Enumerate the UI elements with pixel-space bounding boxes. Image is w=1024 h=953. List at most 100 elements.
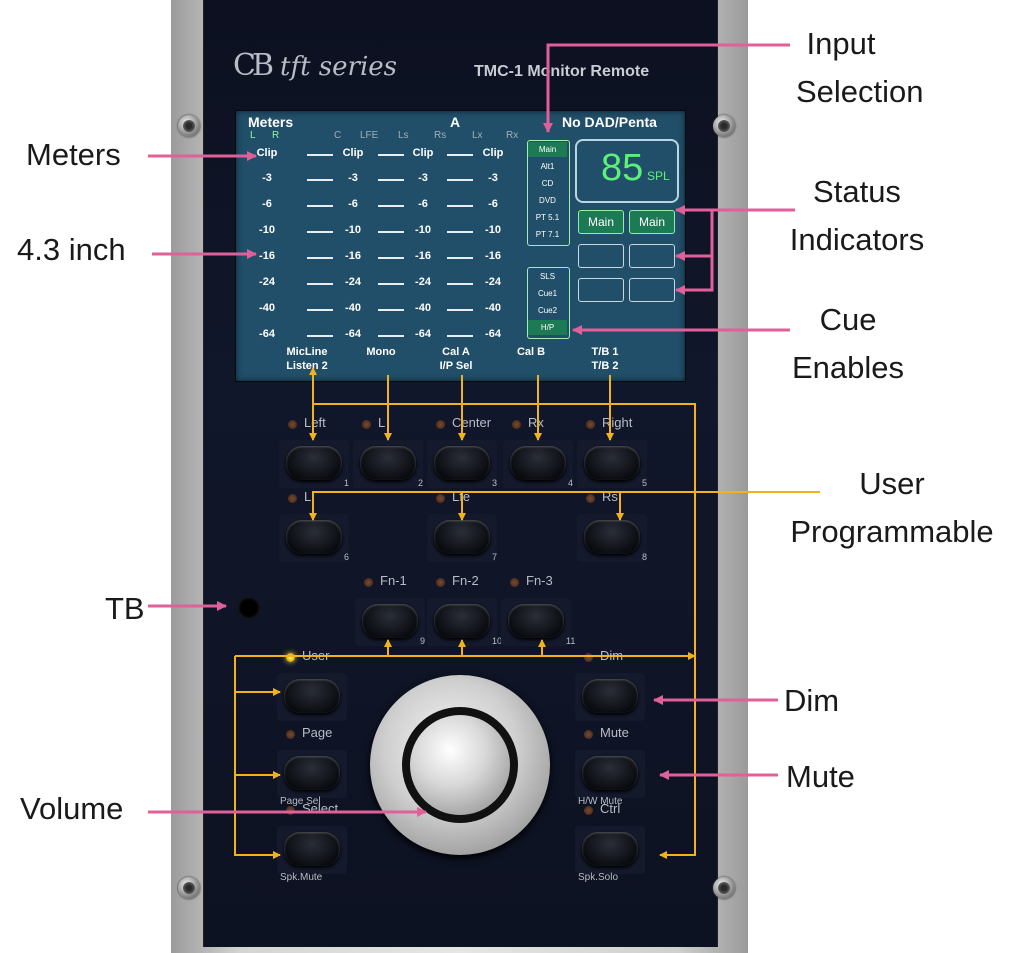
callout-status-line2: Indicators: [789, 222, 925, 257]
meter-scale-label: -6: [262, 198, 272, 210]
speaker2-0-button[interactable]: [286, 520, 342, 554]
meter-scale-label: -16: [485, 250, 501, 262]
fn-0-led: [364, 578, 373, 587]
callout-input-line2: Selection: [796, 74, 924, 109]
spl-value: 85: [601, 147, 644, 189]
fn-0-label: Fn-1: [380, 573, 407, 588]
meter-scale-label: -3: [262, 172, 272, 184]
meter-segment: [447, 283, 473, 285]
meter-segment: [307, 257, 333, 259]
meter-channel-2: C: [334, 130, 342, 141]
cue-option-0[interactable]: SLS: [539, 272, 556, 281]
speaker2-1-button[interactable]: [434, 520, 490, 554]
fn-2-led: [510, 578, 519, 587]
meter-scale-label: -3: [348, 172, 358, 184]
cue-option-2[interactable]: Cue2: [537, 306, 558, 315]
speaker-4-button[interactable]: [584, 446, 640, 480]
input-option-5[interactable]: PT 7.1: [535, 230, 560, 239]
fn-0-number: 9: [420, 636, 426, 646]
spl-unit: SPL: [647, 169, 670, 183]
meter-scale-label: -24: [345, 276, 361, 288]
meter-channel-0: L: [250, 130, 256, 141]
callout-meters: Meters: [26, 137, 121, 172]
callout-input-selection: Input Selection: [796, 20, 924, 116]
ctrl-led: [584, 806, 593, 815]
callout-cue-enables: Cue Enables: [788, 296, 908, 392]
speaker2-2-led: [586, 494, 595, 503]
fn-2-button[interactable]: [508, 604, 564, 638]
meter-segment: [378, 335, 404, 337]
dim-button[interactable]: [582, 679, 638, 713]
speaker-0-label: Left: [304, 415, 326, 430]
user-button[interactable]: [284, 679, 340, 713]
meter-scale-label: Clip: [256, 147, 278, 159]
input-option-4[interactable]: PT 5.1: [535, 213, 560, 222]
mute-button[interactable]: [582, 756, 638, 790]
input-option-0[interactable]: Main: [528, 142, 567, 157]
link-user-prog: [309, 491, 820, 521]
screw-bottom-left: [178, 877, 200, 899]
speaker-0-button[interactable]: [286, 446, 342, 480]
speaker-3-label: Rx: [528, 415, 544, 430]
callout-user-line1: User: [859, 466, 925, 501]
fn-1-button[interactable]: [434, 604, 490, 638]
input-option-2[interactable]: CD: [541, 179, 554, 188]
mute-sublabel: H/W Mute: [578, 796, 623, 807]
dim-led: [584, 653, 593, 662]
meter-scale-label: -16: [345, 250, 361, 262]
softkey-label-1: Mono: [346, 345, 416, 359]
meter-scale-label: -24: [415, 276, 431, 288]
speaker-2-led: [436, 420, 445, 429]
softkey-top-2: Cal A: [442, 346, 470, 358]
page-sublabel: Page Sel: [280, 796, 321, 807]
meter-scale-label: -64: [259, 328, 275, 340]
speaker-2-button[interactable]: [434, 446, 490, 480]
callout-size: 4.3 inch: [17, 232, 126, 267]
meter-scale-label: -24: [485, 276, 501, 288]
cue-option-1[interactable]: Cue1: [537, 289, 558, 298]
screen-header-left: Meters: [248, 114, 294, 130]
fn-1-label: Fn-2: [452, 573, 479, 588]
softkey-label-3: Cal B: [496, 345, 566, 359]
speaker-4-number: 5: [642, 478, 648, 488]
fn-1-led: [436, 578, 445, 587]
meter-channel-3: LFE: [360, 130, 379, 141]
page-button[interactable]: [284, 756, 340, 790]
meter-scale-label: -10: [259, 224, 275, 236]
status-indicator-3: [629, 244, 675, 268]
cue-option-3[interactable]: H/P: [528, 320, 567, 335]
softkey-top-1: Mono: [366, 346, 396, 358]
callout-status-indicators: Status Indicators: [777, 168, 937, 264]
status-indicator-1: Main: [629, 210, 675, 234]
meter-channel-4: Ls: [398, 130, 409, 141]
meter-scale-label: -40: [415, 302, 431, 314]
meter-segment: [307, 205, 333, 207]
meter-scale-label: -64: [345, 328, 361, 340]
speaker-3-button[interactable]: [510, 446, 566, 480]
input-option-3[interactable]: DVD: [539, 196, 556, 205]
speaker-1-button[interactable]: [360, 446, 416, 480]
brand-text: tft series: [280, 52, 397, 82]
meter-segment: [447, 231, 473, 233]
meter-channel-5: Rs: [434, 130, 447, 141]
speaker-3-number: 4: [568, 478, 574, 488]
status-indicator-0: Main: [578, 210, 624, 234]
meter-segment: [447, 309, 473, 311]
ctrl-button[interactable]: [582, 832, 638, 866]
speaker2-2-button[interactable]: [584, 520, 640, 554]
meter-scale-label: -6: [418, 198, 428, 210]
meter-scale-label: -10: [485, 224, 501, 236]
meter-scale-label: -6: [348, 198, 358, 210]
fn-0-button[interactable]: [362, 604, 418, 638]
input-option-1[interactable]: Alt1: [540, 162, 555, 171]
speaker2-0-led: [288, 494, 297, 503]
speaker-4-led: [586, 420, 595, 429]
select-button[interactable]: [284, 832, 340, 866]
page-led: [286, 730, 295, 739]
link-bus-right: [313, 403, 696, 859]
meter-scale-label: -16: [259, 250, 275, 262]
